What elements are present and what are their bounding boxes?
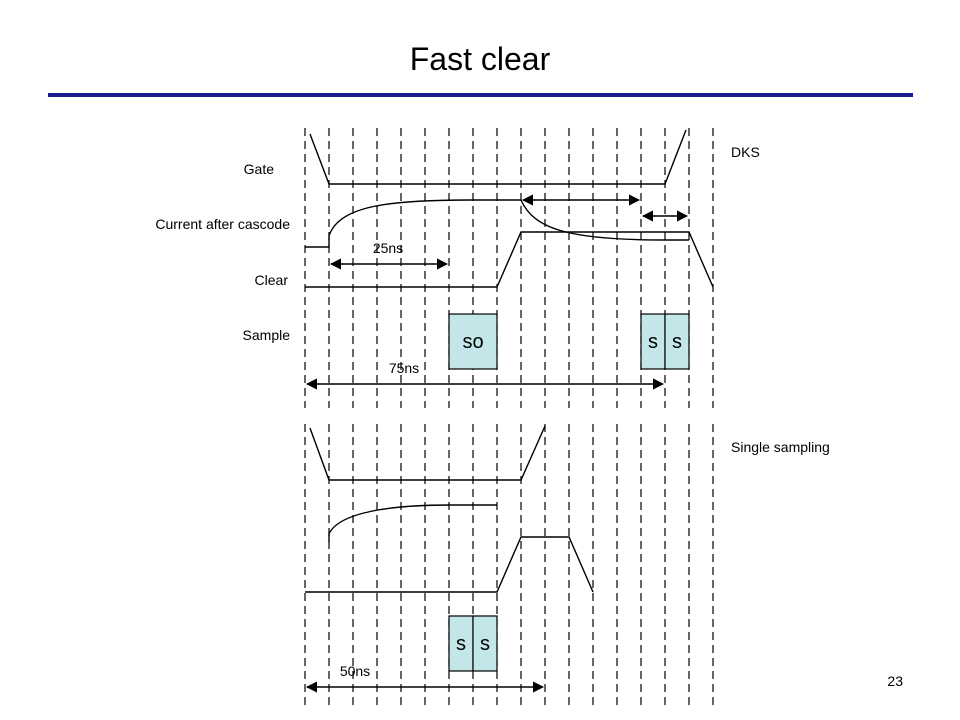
- dks-25ns-label: 25ns: [373, 240, 403, 256]
- dks-sample-box-s2: [664, 313, 690, 370]
- page-title: Fast clear: [410, 41, 551, 77]
- single-sample-label-s2: s: [480, 633, 490, 655]
- dks-current-decay: [520, 199, 689, 241]
- dks-clear-waveform: [305, 231, 714, 288]
- single-sampling-diagram: Single sampling s s 50ns: [304, 424, 830, 706]
- single-sample-label-s1: s: [456, 633, 466, 655]
- title-rule: [48, 93, 913, 97]
- single-current-waveform: [328, 504, 497, 542]
- dks-label: DKS: [731, 144, 760, 160]
- single-time-grid: [304, 424, 714, 706]
- dks-time-grid: [304, 128, 714, 408]
- single-50ns-label: 50ns: [340, 663, 370, 679]
- gate-label: Gate: [244, 161, 275, 177]
- single-sample-box-s2: [472, 615, 498, 672]
- clear-label: Clear: [255, 272, 289, 288]
- single-sampling-label: Single sampling: [731, 439, 830, 455]
- single-sample-box-s1: [448, 615, 474, 672]
- page-number: 23: [887, 673, 903, 689]
- dks-gate-waveform: [309, 129, 687, 185]
- dks-current-rise: [305, 199, 521, 248]
- dks-sample-label-s1: s: [648, 331, 658, 353]
- dks-sample-label-so: so: [462, 331, 483, 353]
- dks-sample-label-s2: s: [672, 331, 682, 353]
- single-clear-waveform: [305, 536, 594, 593]
- current-label: Current after cascode: [155, 216, 290, 232]
- dks-75ns-label: 75ns: [389, 360, 419, 376]
- dks-sample-box-s1: [640, 313, 666, 370]
- dks-diagram: DKS Gate Current after cascode Clear Sam…: [155, 128, 760, 408]
- single-gate-waveform: [309, 425, 546, 481]
- sample-label: Sample: [243, 327, 291, 343]
- dks-sample-box-so: [448, 313, 498, 370]
